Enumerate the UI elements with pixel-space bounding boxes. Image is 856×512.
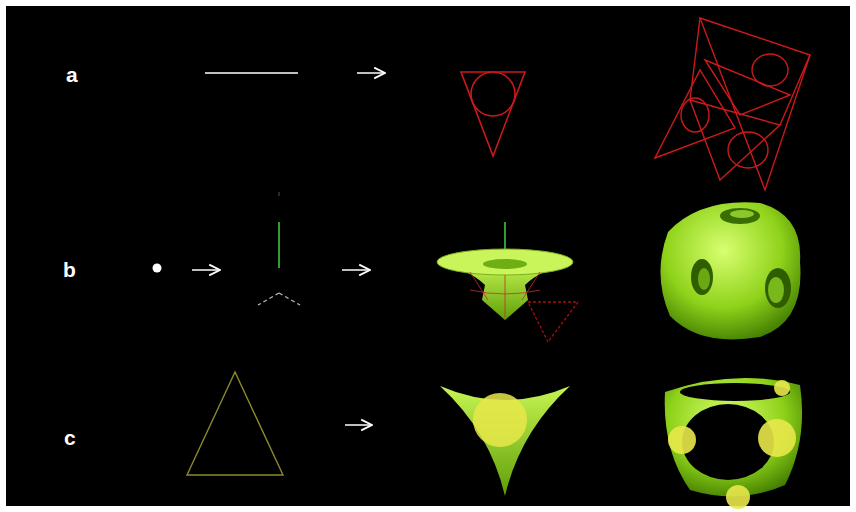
row-label: a bbox=[66, 64, 78, 85]
arrow bbox=[192, 269, 220, 271]
background bbox=[6, 6, 850, 506]
triangle-polyhedron bbox=[655, 18, 810, 190]
arrow bbox=[342, 269, 370, 271]
row-label: b bbox=[63, 259, 76, 280]
point bbox=[153, 264, 162, 273]
triangle-circle bbox=[461, 72, 525, 156]
tripod bbox=[258, 293, 300, 305]
band-surface bbox=[665, 378, 802, 509]
arrow bbox=[345, 424, 372, 426]
segment bbox=[205, 72, 298, 74]
curved-triangle-surface bbox=[440, 386, 570, 496]
porous-cube bbox=[660, 202, 800, 339]
stem bbox=[278, 222, 280, 268]
funnel-surface bbox=[437, 222, 578, 342]
triangle-outline bbox=[187, 372, 283, 475]
arrow bbox=[357, 72, 385, 74]
row-label: c bbox=[64, 427, 76, 448]
stem-tip bbox=[279, 192, 280, 196]
